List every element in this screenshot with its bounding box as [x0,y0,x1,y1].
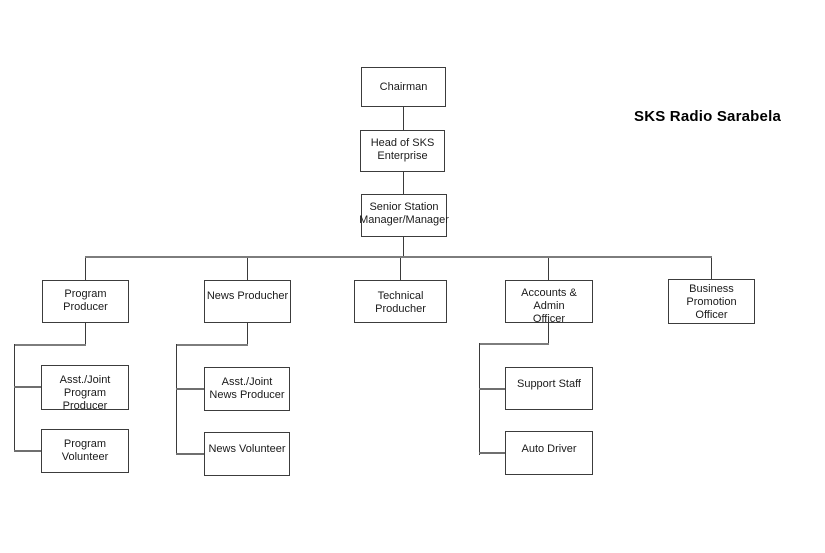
org-node-news-volunteer: News Volunteer [204,432,290,476]
connector-line [176,344,248,346]
connector-line [711,258,712,279]
connector-line [14,450,42,452]
org-node-accounts-admin-officer: Accounts & Admin Officer [505,280,593,325]
connector-line [85,323,86,344]
org-node-auto-driver: Auto Driver [505,431,593,475]
org-node-program-volunteer: Program Volunteer [41,429,129,473]
connector-line [400,258,401,280]
connector-line [176,344,177,455]
connector-line [479,343,480,455]
org-node-program-producer: Program Producer [42,280,129,323]
connector-rail [85,256,712,258]
connector-line [548,258,549,280]
connector-line [85,258,86,280]
connector-line [176,453,204,455]
org-node-asst-joint-program-producer: Asst./Joint Program Producer [41,365,129,412]
org-node-senior-station-manager: Senior Station Manager/Manager [359,194,449,237]
org-node-support-staff: Support Staff [505,367,593,410]
connector-line [14,386,42,388]
org-node-news-producher: News Producher [204,280,291,323]
connector-line [403,172,404,194]
org-node-business-promotion-officer: Business Promotion Officer [668,279,755,324]
connector-line [479,452,505,454]
connector-line [479,388,505,390]
org-node-chairman: Chairman [361,67,446,107]
org-node-technical-producher: Technical Producher [354,280,447,323]
connector-line [548,323,549,343]
connector-line [176,388,204,390]
connector-line [403,107,404,130]
connector-line [14,344,86,346]
chart-title: SKS Radio Sarabela [634,108,781,125]
org-node-asst-joint-news-producer: Asst./Joint News Producer [204,367,290,411]
connector-line [479,343,549,345]
connector-line [403,237,404,256]
connector-line [247,258,248,280]
connector-line [247,323,248,344]
connector-line [14,344,15,452]
org-node-head-of-sks-enterprise: Head of SKS Enterprise [360,130,445,172]
